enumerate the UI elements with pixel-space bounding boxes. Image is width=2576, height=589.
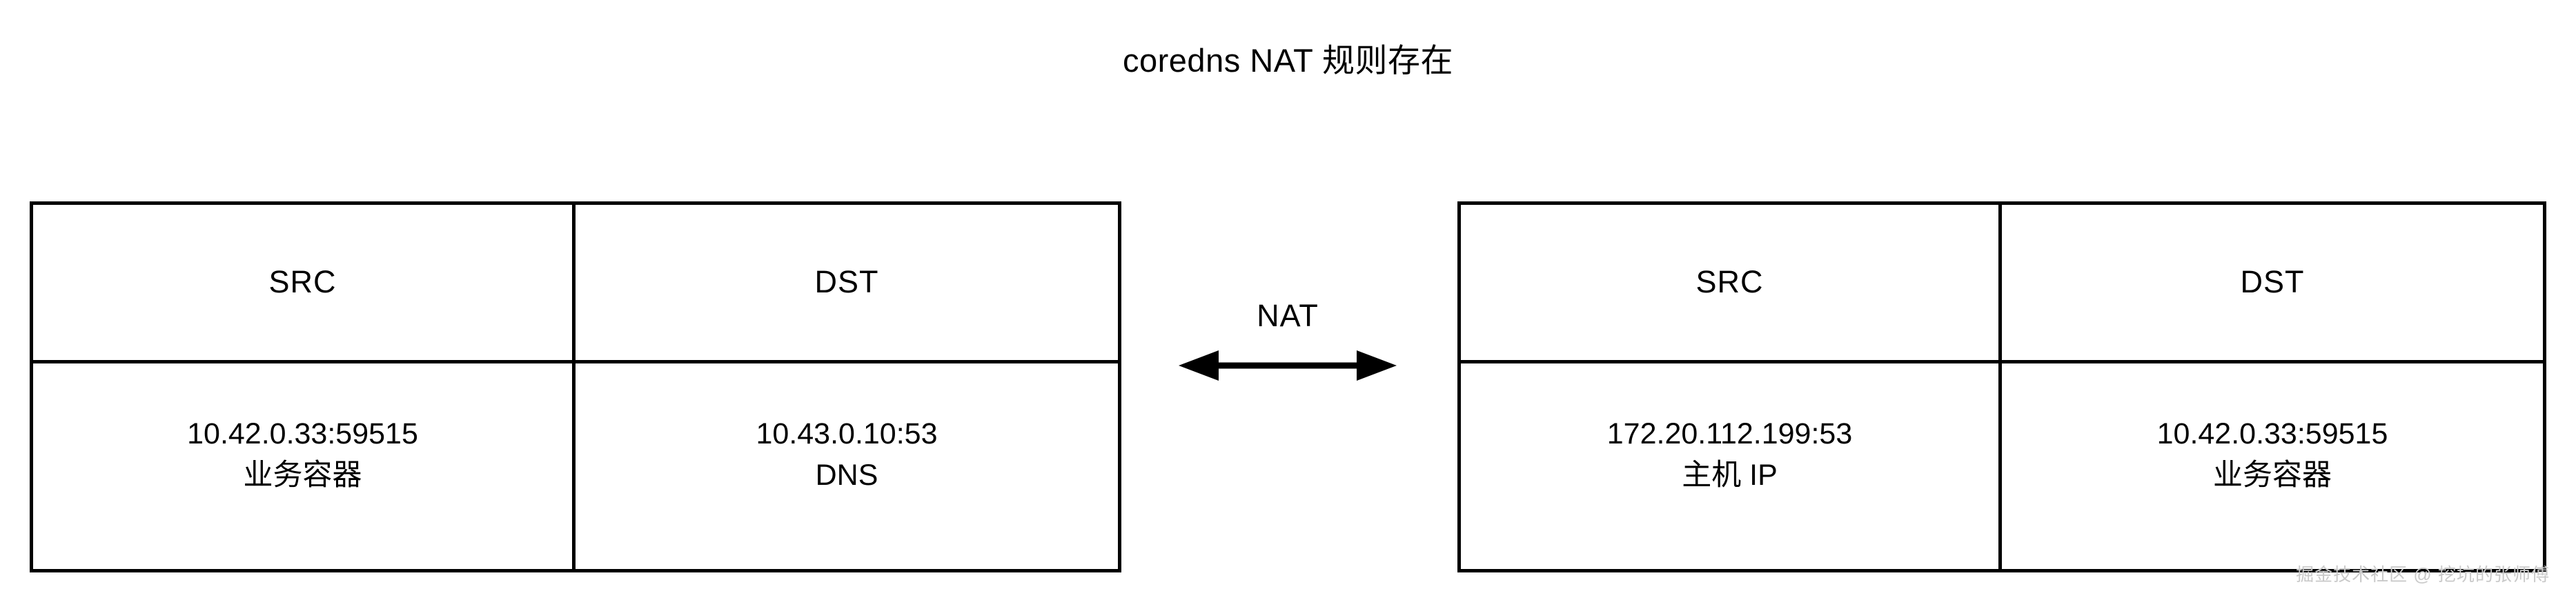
src-address: 172.20.112.199:53 — [1606, 417, 1853, 450]
header-cell-src: SRC — [1461, 205, 2002, 360]
cell-src: 10.42.0.33:59515 业务容器 — [33, 363, 576, 569]
dst-address: 10.43.0.10:53 — [756, 417, 938, 450]
src-role: 业务容器 — [243, 458, 362, 492]
nat-connector: NAT — [1173, 297, 1402, 386]
table-row: 10.42.0.33:59515 业务容器 10.43.0.10:53 DNS — [33, 363, 1118, 569]
cell-src: 172.20.112.199:53 主机 IP — [1461, 363, 2002, 569]
src-address: 10.42.0.33:59515 — [187, 417, 418, 450]
src-role: 主机 IP — [1682, 458, 1778, 492]
double-headed-arrow-icon — [1179, 350, 1397, 381]
dst-address: 10.42.0.33:59515 — [2156, 417, 2388, 450]
after-nat-table: SRC DST 172.20.112.199:53 主机 IP 10.42.0.… — [1457, 201, 2546, 572]
dst-role: DNS — [815, 458, 878, 492]
header-cell-dst: DST — [2240, 264, 2305, 300]
header-cell-src: SRC — [33, 205, 576, 360]
page-title: coredns NAT 规则存在 — [1123, 42, 1453, 79]
table-row: 172.20.112.199:53 主机 IP 10.42.0.33:59515… — [1461, 363, 2543, 569]
header-cell-dst: DST — [814, 264, 879, 300]
cell-dst: 10.42.0.33:59515 业务容器 — [2002, 363, 2543, 569]
table-header-row: SRC DST — [33, 205, 1118, 363]
cell-dst: 10.43.0.10:53 DNS — [576, 363, 1118, 569]
nat-label: NAT — [1257, 298, 1319, 333]
watermark: 掘金技术社区 @ 挖坑的张师傅 — [2296, 564, 2550, 585]
table-header-row: SRC DST — [1461, 205, 2543, 363]
before-nat-table: SRC DST 10.42.0.33:59515 业务容器 10.43.0.10… — [30, 201, 1121, 572]
dst-role: 业务容器 — [2213, 458, 2332, 492]
